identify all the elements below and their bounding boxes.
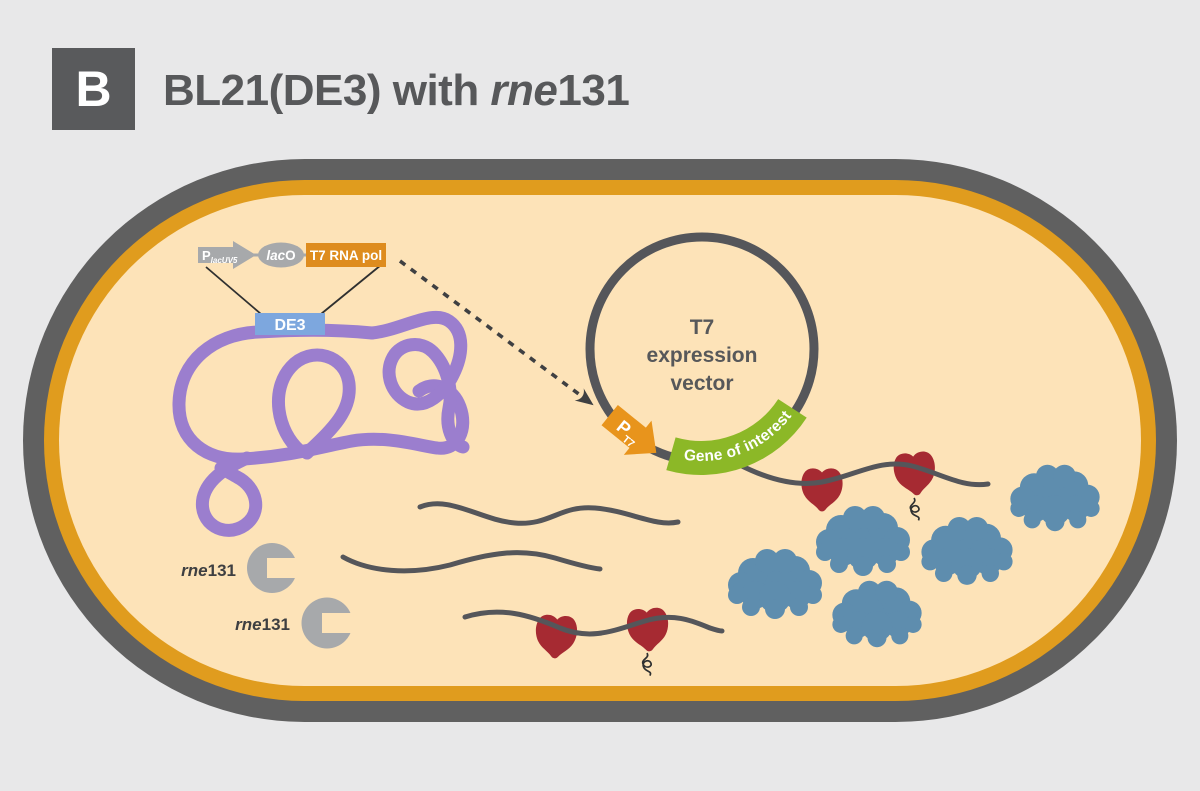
rne-italic: rne — [181, 561, 207, 580]
bacterial-chromosome — [172, 310, 470, 537]
mrna-transcript-2 — [462, 606, 725, 677]
laco-rest: O — [285, 248, 296, 263]
rne-rest: 131 — [262, 615, 290, 634]
rne131-label: rne131 — [181, 561, 236, 580]
promoter-sub: lacUV5 — [211, 256, 238, 265]
dashed-line — [398, 259, 582, 397]
t7-rna-pol-construct: PlacUV5 lacO T7 RNA pol — [198, 241, 386, 269]
chromosome-loop-middle — [272, 348, 356, 460]
callout-line-right — [320, 264, 382, 315]
figure-header: B BL21(DE3) with rne131 — [0, 0, 1200, 150]
mrna-strand — [735, 461, 991, 488]
mrna-strand — [340, 550, 603, 574]
rnase-e-mutant-1 — [247, 543, 300, 593]
laco-operator — [258, 242, 304, 268]
plasmid-label-line2: expression — [647, 344, 758, 367]
pt7-arrow-shape — [601, 405, 657, 455]
transcription-dashed-arrow — [398, 259, 594, 406]
plasmid-label-line1: T7 — [690, 316, 715, 339]
placuv5-promoter-arrow — [198, 241, 256, 269]
de3-insert: DE3 — [255, 313, 325, 335]
panel-letter-badge: B — [52, 48, 135, 130]
chromosome-strand — [172, 323, 470, 466]
figure-title: BL21(DE3) with rne131 — [163, 66, 630, 116]
rne-rest: 131 — [208, 561, 236, 580]
t7-rna-pol-gene-box — [306, 243, 386, 267]
t7-rna-pol-label: T7 RNA pol — [310, 248, 382, 263]
plasmid-label: T7 expression vector — [647, 316, 758, 395]
callout-line-left — [205, 266, 262, 315]
mrna-strand — [462, 609, 725, 637]
de3-callout-lines — [205, 264, 382, 315]
cytoplasm — [59, 195, 1141, 686]
free-mrnas — [340, 501, 681, 574]
arrowhead — [574, 388, 594, 406]
rne131-label: rne131 — [235, 615, 290, 634]
laco-label: lacO — [266, 248, 295, 263]
chromosome-loop-bottom — [195, 451, 263, 537]
placuv5-label: PlacUV5 — [202, 248, 238, 265]
rne-italic: rne — [235, 615, 261, 634]
plasmid-label-line3: vector — [670, 372, 733, 395]
chromosome-loop-right — [365, 310, 470, 454]
title-strain-italic: rne — [490, 66, 558, 115]
rnase-notch — [267, 558, 300, 578]
title-prefix: BL21(DE3) with — [163, 66, 491, 115]
de3-box — [255, 313, 325, 335]
promoter-p: P — [202, 248, 211, 263]
gene-of-interest-banner — [666, 399, 807, 475]
rnase-notch — [322, 613, 356, 633]
de3-label: DE3 — [274, 317, 305, 334]
mrna-transcript-1 — [735, 450, 991, 522]
title-suffix: 131 — [557, 66, 630, 115]
panel-letter: B — [75, 61, 112, 117]
laco-italic: lac — [266, 248, 285, 263]
rnase-e-mutant-2 — [301, 597, 356, 649]
mrna-strand — [417, 501, 681, 526]
